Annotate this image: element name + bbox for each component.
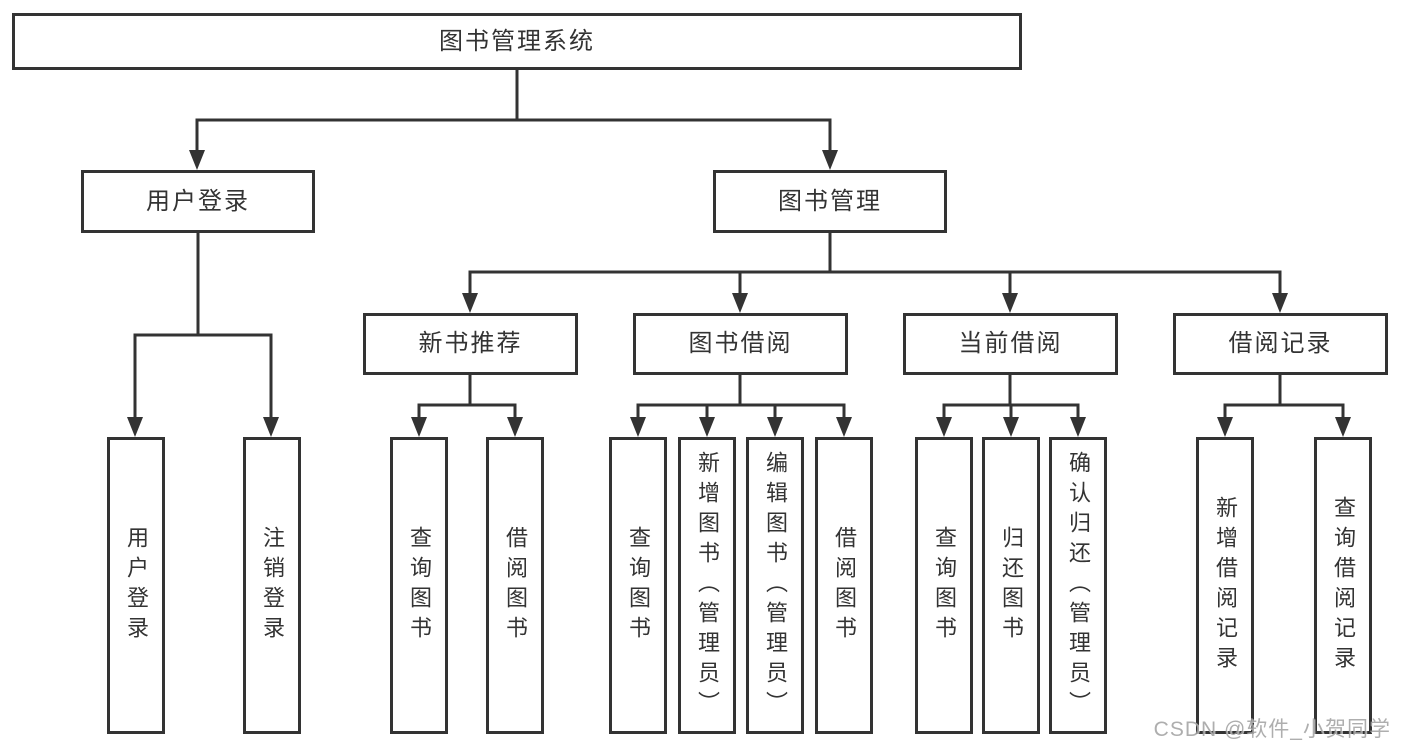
node-user-login: 用户登录 xyxy=(81,170,315,233)
leaf-recommend-query-book: 查询图书 xyxy=(390,437,448,734)
leaf-return-book: 归还图书 xyxy=(982,437,1040,734)
leaf-confirm-return-admin: 确认归还（管理员） xyxy=(1049,437,1107,734)
leaf-add-book-admin: 新增图书（管理员） xyxy=(678,437,736,734)
node-book-management: 图书管理 xyxy=(713,170,947,233)
leaf-logout: 注销登录 xyxy=(243,437,301,734)
node-root: 图书管理系统 xyxy=(12,13,1022,70)
leaf-recommend-borrow-book: 借阅图书 xyxy=(486,437,544,734)
leaf-current-query-book: 查询图书 xyxy=(915,437,973,734)
leaf-borrow-book: 借阅图书 xyxy=(815,437,873,734)
node-borrow-records: 借阅记录 xyxy=(1173,313,1388,375)
node-book-borrow: 图书借阅 xyxy=(633,313,848,375)
node-new-book-recommend: 新书推荐 xyxy=(363,313,578,375)
leaf-edit-book-admin: 编辑图书（管理员） xyxy=(746,437,804,734)
leaf-borrow-query-book: 查询图书 xyxy=(609,437,667,734)
csdn-watermark: CSDN @软件_小贺同学 xyxy=(1153,718,1391,741)
leaf-query-borrow-record: 查询借阅记录 xyxy=(1314,437,1372,734)
leaf-user-login: 用户登录 xyxy=(107,437,165,734)
node-current-borrow: 当前借阅 xyxy=(903,313,1118,375)
leaf-add-borrow-record: 新增借阅记录 xyxy=(1196,437,1254,734)
connector-line xyxy=(133,68,1345,422)
arrowhead xyxy=(127,150,1351,437)
